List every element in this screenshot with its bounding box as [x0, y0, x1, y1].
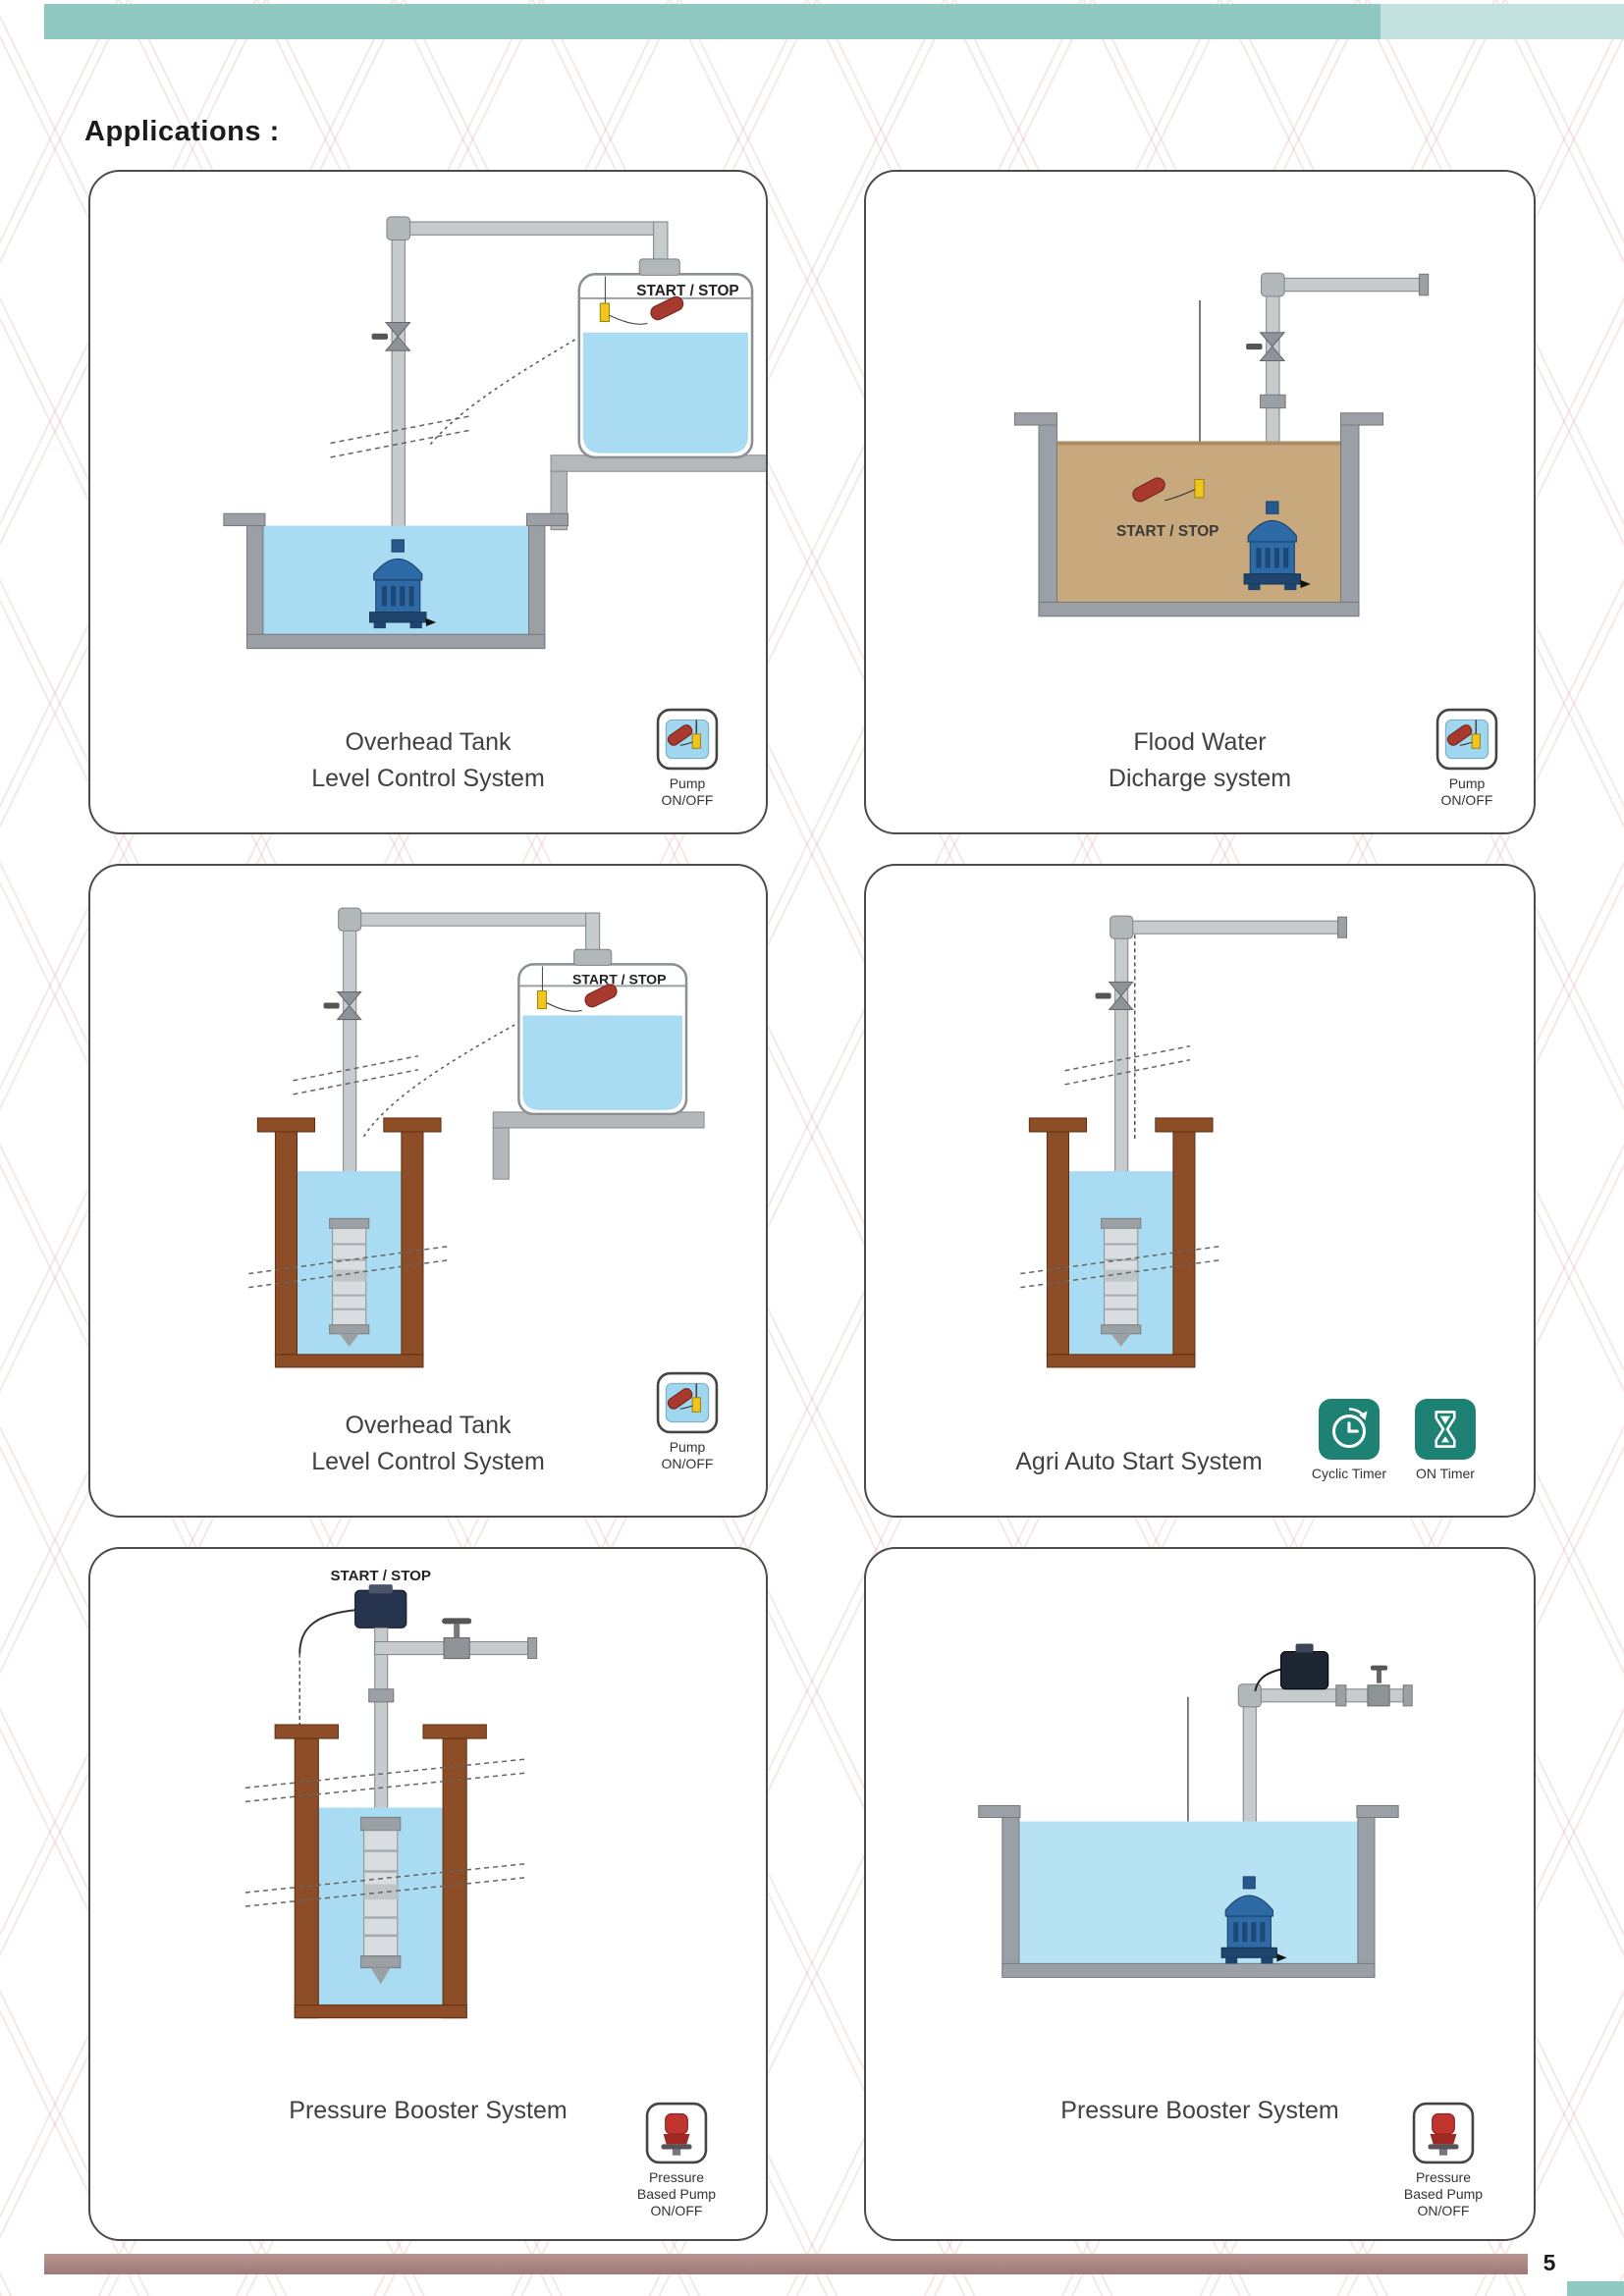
applications-grid: START / STOP Overhead Tank Level Control… [88, 170, 1536, 2241]
well-break-marks [248, 1245, 451, 1289]
pump-onoff-badge: Pump ON/OFF [632, 708, 742, 809]
tank-platform [550, 454, 766, 531]
overhead-tank-borewell-diagram: START / STOP [248, 907, 705, 1368]
panel-title: Overhead Tank Level Control System [311, 1412, 545, 1475]
float-cable [362, 1020, 521, 1139]
overhead-tank [517, 948, 688, 1116]
pipe-break-marks [293, 1054, 419, 1095]
pipe [386, 216, 669, 541]
pipe-break-marks [330, 415, 471, 458]
panel-pressure-booster-borewell: START / STOP [88, 1547, 768, 2241]
badge-caption: Cyclic Timer [1311, 1465, 1387, 1481]
pressure-switch-icon [645, 2102, 708, 2164]
cyclic-timer-badge: Cyclic Timer [1294, 1398, 1404, 1482]
pressure-switch-icon [1412, 2102, 1475, 2164]
float-switch [536, 966, 620, 1012]
pressure-pump-badge: Pressure Based Pump ON/OFF [1388, 2102, 1498, 2219]
borewell-pump-icon [328, 1217, 370, 1348]
panel-pressure-booster-tank: Pressure Booster System Pressure Based P… [864, 1547, 1536, 2241]
page-title: Applications : [84, 116, 280, 147]
flood-pit [1013, 412, 1384, 617]
tank-platform [492, 1111, 705, 1180]
cross-valve [1367, 1665, 1390, 1707]
pipe [1110, 915, 1348, 1221]
water-tank [978, 1804, 1399, 1978]
float-switch-icon [1435, 708, 1498, 771]
switch-cable [298, 1609, 355, 1654]
pressure-booster-borewell-diagram: START / STOP [244, 1568, 538, 2019]
borewell-pump-icon [1100, 1217, 1142, 1348]
panel-flood-water: START / STOP Flood Water Dicharge system [864, 170, 1536, 834]
panel-title: Pressure Booster System [289, 2097, 568, 2124]
gate-valve [442, 1618, 472, 1660]
overhead-tank [577, 258, 754, 459]
panel-agri-auto-start: Agri Auto Start System Cyclic Timer [864, 864, 1536, 1518]
pressure-switch [354, 1584, 407, 1629]
badge-caption: Pump ON/OFF [1440, 774, 1493, 808]
cyclic-timer-icon [1318, 1398, 1380, 1461]
badge-caption: ON Timer [1416, 1465, 1475, 1481]
panel-title: Pressure Booster System [1060, 2097, 1339, 2124]
on-timer-badge: ON Timer [1390, 1398, 1500, 1482]
float-switch [1129, 474, 1205, 505]
badge-caption: Pump ON/OFF [661, 774, 714, 808]
well-break-marks [244, 1758, 525, 1907]
panel-overhead-tank-borewell: START / STOP Overhead Tank Level Cont [88, 864, 768, 1518]
start-stop-label: START / STOP [1116, 523, 1218, 540]
start-stop-label: START / STOP [572, 971, 666, 987]
pump-onoff-badge: Pump ON/OFF [1412, 708, 1522, 809]
hourglass-icon [1414, 1398, 1477, 1461]
badge-caption: Pressure Based Pump ON/OFF [636, 2168, 717, 2218]
overhead-tank-sump-diagram: START / STOP [223, 216, 766, 650]
well-break-marks [1020, 1245, 1222, 1289]
footer-accent-bar [44, 2254, 1528, 2274]
pipe-union [1259, 394, 1286, 409]
pipe-break-marks [1064, 1044, 1191, 1086]
float-switch [599, 276, 686, 325]
pressure-switch [1254, 1643, 1329, 1691]
panel-overhead-tank-sump: START / STOP Overhead Tank Level Control… [88, 170, 768, 834]
agri-auto-start-diagram [1020, 915, 1348, 1368]
float-switch-icon [656, 708, 719, 771]
top-accent-bar [44, 4, 1624, 39]
page-number: 5 [1543, 2250, 1556, 2275]
top-accent-bar-light [1380, 4, 1624, 39]
flood-water-diagram: START / STOP [1013, 272, 1430, 617]
pump-onoff-badge: Pump ON/OFF [632, 1371, 742, 1472]
badge-caption: Pump ON/OFF [661, 1438, 714, 1471]
float-cable [427, 332, 588, 449]
pressure-pump-badge: Pressure Based Pump ON/OFF [622, 2102, 731, 2219]
panel-title: Flood Water Dicharge system [1108, 728, 1292, 792]
borewell-pump-icon [359, 1816, 403, 1986]
float-switch-icon [656, 1371, 719, 1434]
badge-caption: Pressure Based Pump ON/OFF [1403, 2168, 1484, 2218]
footer-teal-corner [1567, 2281, 1624, 2296]
pressure-booster-tank-diagram [978, 1643, 1413, 1978]
start-stop-label: START / STOP [330, 1568, 430, 1584]
start-stop-label: START / STOP [636, 283, 738, 299]
panel-title: Agri Auto Start System [1015, 1448, 1263, 1475]
panel-title: Overhead Tank Level Control System [311, 728, 545, 792]
